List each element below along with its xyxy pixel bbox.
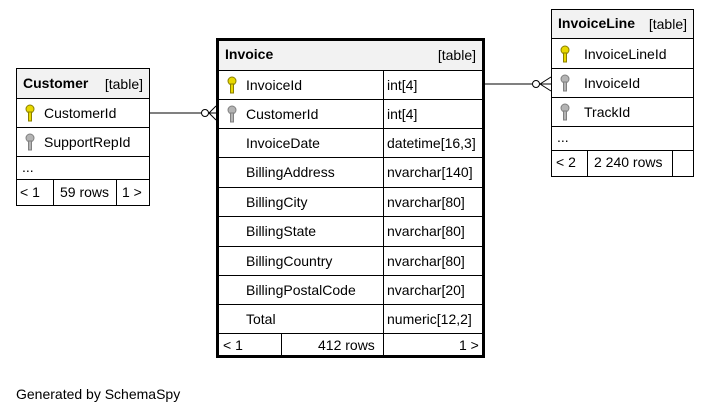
- column-row: InvoiceId: [552, 69, 693, 98]
- table-footer: < 1 412 rows 1 >: [219, 334, 482, 355]
- table-header: InvoiceLine [table]: [552, 10, 693, 39]
- column-name: BillingCity: [246, 194, 308, 210]
- column-row: InvoiceLineId: [552, 39, 693, 69]
- row-count: 412 rows: [318, 337, 375, 353]
- column-name: InvoiceLineId: [584, 46, 667, 62]
- invoice-table[interactable]: Invoice [table] InvoiceId int[4] Custome…: [216, 38, 485, 358]
- generated-by-label: Generated by SchemaSpy: [16, 386, 181, 402]
- ellipsis-row: ...: [17, 157, 149, 180]
- children-count: 1 >: [459, 337, 479, 353]
- parents-count: < 1: [223, 337, 243, 353]
- column-row: CustomerId: [17, 99, 149, 128]
- column-name: SupportRepId: [44, 134, 131, 150]
- foreign-key-icon: [560, 74, 570, 92]
- column-name: InvoiceDate: [246, 135, 320, 151]
- column-row: BillingAddress nvarchar[140]: [219, 158, 482, 188]
- column-type: int[4]: [387, 106, 418, 122]
- column-name: BillingState: [246, 223, 317, 239]
- column-name: BillingCountry: [246, 253, 333, 269]
- row-count: 2 240 rows: [594, 154, 663, 170]
- foreign-key-icon: [227, 105, 237, 123]
- customer-invoice-relationship: [150, 105, 217, 121]
- table-name: Customer: [23, 75, 89, 91]
- column-name: Total: [246, 311, 276, 327]
- column-row: SupportRepId: [17, 128, 149, 157]
- column-type: nvarchar[140]: [387, 164, 473, 180]
- primary-key-icon: [227, 76, 237, 94]
- table-header: Invoice [table]: [219, 41, 482, 71]
- column-type: nvarchar[20]: [387, 282, 465, 298]
- column-row: TrackId: [552, 98, 693, 127]
- column-type: int[4]: [387, 77, 418, 93]
- table-kind: [table]: [648, 16, 687, 32]
- column-row: CustomerId int[4]: [219, 100, 482, 129]
- primary-key-icon: [560, 45, 570, 63]
- primary-key-icon: [25, 104, 35, 122]
- column-row: BillingState nvarchar[80]: [219, 217, 482, 247]
- ellipsis-row: ...: [552, 127, 693, 151]
- column-name: BillingAddress: [246, 164, 335, 180]
- table-kind: [table]: [437, 47, 476, 63]
- table-kind: [table]: [104, 76, 143, 92]
- invoiceline-table[interactable]: InvoiceLine [table] InvoiceLineId Invoic…: [551, 9, 694, 177]
- column-type: nvarchar[80]: [387, 253, 465, 269]
- column-name: InvoiceId: [584, 75, 641, 91]
- foreign-key-icon: [560, 103, 570, 121]
- invoice-invoiceline-relationship: [484, 76, 552, 92]
- column-type: numeric[12,2]: [387, 311, 472, 327]
- column-name: CustomerId: [44, 105, 117, 121]
- column-name: CustomerId: [246, 106, 319, 122]
- table-footer: < 1 59 rows 1 >: [17, 180, 149, 205]
- column-type: datetime[16,3]: [387, 135, 476, 151]
- column-type: nvarchar[80]: [387, 223, 465, 239]
- foreign-key-icon: [25, 133, 35, 151]
- column-row: BillingPostalCode nvarchar[20]: [219, 276, 482, 305]
- ellipsis: ...: [557, 129, 569, 145]
- column-name: InvoiceId: [246, 77, 303, 93]
- parents-count: < 2: [556, 154, 576, 170]
- column-name: BillingPostalCode: [246, 282, 356, 298]
- customer-table[interactable]: Customer [table] CustomerId SupportRepId…: [16, 68, 150, 206]
- table-name: InvoiceLine: [558, 15, 636, 31]
- column-row: InvoiceId int[4]: [219, 71, 482, 100]
- table-name: Invoice: [225, 46, 274, 62]
- column-row: Total numeric[12,2]: [219, 305, 482, 334]
- table-header: Customer [table]: [17, 69, 149, 99]
- column-row: InvoiceDate datetime[16,3]: [219, 129, 482, 158]
- column-row: BillingCity nvarchar[80]: [219, 188, 482, 217]
- children-count: 1 >: [122, 184, 142, 200]
- column-name: TrackId: [584, 104, 631, 120]
- table-footer: < 2 2 240 rows: [552, 151, 693, 176]
- row-count: 59 rows: [60, 184, 110, 200]
- column-row: BillingCountry nvarchar[80]: [219, 247, 482, 276]
- column-type: nvarchar[80]: [387, 194, 465, 210]
- parents-count: < 1: [20, 184, 40, 200]
- ellipsis: ...: [22, 159, 34, 175]
